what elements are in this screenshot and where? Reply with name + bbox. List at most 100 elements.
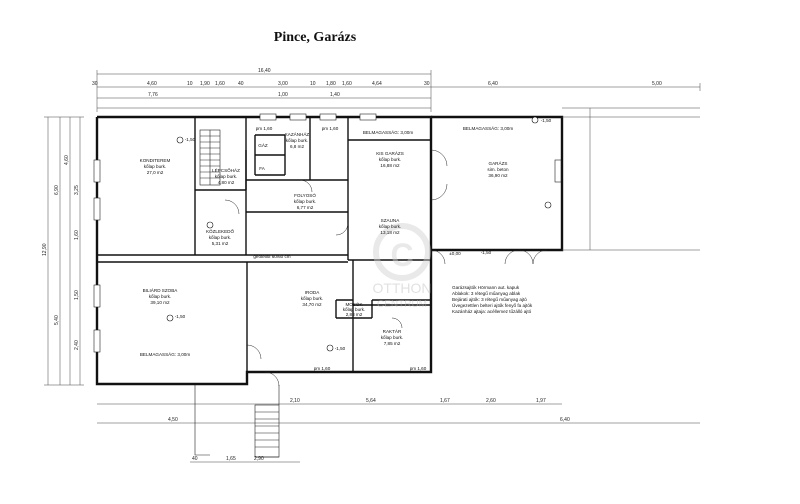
dim-bottom-8: 1,65: [226, 456, 236, 462]
level-4: -1,50: [541, 118, 552, 123]
garage-extension-lines: [562, 107, 700, 251]
room-kazanhaz: KAZÁNHÁZ kőlap burk. 6,8 m2: [285, 131, 310, 149]
dim-bottom-4: 1,67: [440, 398, 450, 404]
dim-top-r2-6: 1,60: [342, 81, 352, 87]
room-area: 2,88 m2: [346, 312, 363, 317]
room-name: BILIÁRD SZOBA: [143, 287, 179, 293]
room-name: FOLYOSÓ: [294, 192, 316, 198]
room-name: RAKTÁR: [383, 328, 402, 334]
room-lepcsohaz: LÉPCSŐHÁZ kőlap burk. 4,80 m2: [212, 167, 240, 185]
room-szauna: SZAUNA kőlap burk. 13,18 m2: [379, 218, 401, 235]
stair-flight-inner: [199, 129, 221, 186]
level-1: -1,50: [185, 137, 196, 142]
label-belmag-2: BELMAGASSÁG: 3,00m: [463, 125, 513, 131]
level-2: -1,50: [175, 314, 186, 319]
dim-left-7: 1,50: [74, 290, 80, 300]
room-floor: kőlap burk.: [286, 138, 308, 143]
level-6: ±0,00: [449, 251, 461, 256]
dim-top-r2-1: 30: [92, 81, 98, 87]
room-floor: kőlap burk.: [381, 335, 403, 340]
label-geotextil: geotextil 60/60 cm: [253, 254, 290, 259]
room-floor: kőlap burk.: [379, 224, 401, 229]
dim-top-r2-7: 30: [424, 81, 430, 87]
dim-bottom-3: 5,64: [366, 398, 376, 404]
room-name: GARÁZS: [489, 160, 508, 166]
dim-left-6: 1,60: [74, 230, 80, 240]
dim-bottom-2: 2,10: [290, 398, 300, 404]
room-area: 4,80 m2: [218, 180, 235, 185]
dim-top-2: 1,60: [215, 81, 225, 87]
dim-top-r2-2: 10: [187, 81, 193, 87]
bottom-dimension-lines: [97, 403, 700, 463]
room-raktar: RAKTÁR kőlap burk. 7,85 m2: [381, 328, 403, 346]
label-belmag-3: BELMAGASSÁG: 3,00m: [140, 351, 190, 357]
level-markers: [166, 116, 552, 352]
room-area: 6,77 m2: [297, 205, 314, 210]
room-floor: kőlap burk.: [343, 307, 365, 312]
left-dimension-texts: 12,90 6,90 5,40 4,60 3,25 1,60 1,50 2,40: [42, 155, 80, 350]
room-area: 39,10 m2: [150, 300, 170, 305]
dim-top-r3-1: 7,76: [148, 92, 158, 98]
dim-top-1: 4,60: [147, 81, 157, 87]
watermark: C OTTHON CENTRUM: [372, 223, 432, 310]
note-2: Ablakok: 3 rétegű műanyag ablak: [452, 291, 521, 296]
dim-overall: 16,40: [258, 68, 271, 74]
dim-top-r2-5: 10: [310, 81, 316, 87]
room-floor: kőlap burk.: [209, 235, 231, 240]
room-area: 36,90 m2: [488, 173, 508, 178]
room-area: 13,18 m2: [380, 230, 400, 235]
watermark-monogram: C: [390, 237, 413, 273]
room-floor: kőlap burk.: [215, 174, 237, 179]
pm-1: pm 1,60: [256, 126, 273, 131]
dim-top-6: 6,40: [488, 81, 498, 87]
dim-top-r3-3: 1,40: [330, 92, 340, 98]
pm-3: pm 1,60: [314, 366, 331, 371]
room-garazs: GARÁZS sim. beton 36,90 m2: [487, 160, 509, 178]
room-name: KÖZLEKEDŐ: [206, 228, 235, 234]
room-area: 6,8 m2: [290, 144, 304, 149]
level-5: -1,50: [481, 250, 492, 255]
dim-left-4: 4,60: [64, 155, 70, 165]
plan-title: Pince, Garázs: [273, 30, 357, 45]
pm-2: pm 1,60: [322, 126, 339, 131]
note-4: Üvegezettlen belteri ajtók fenyő fa ajtó…: [452, 302, 533, 308]
dim-left-8: 2,40: [74, 340, 80, 350]
dim-bottom-7: 6,40: [560, 417, 570, 423]
dim-left-5: 3,25: [74, 185, 80, 195]
dim-top-5: 4,64: [372, 81, 382, 87]
room-kis-garazs: KIS GARÁZS kőlap burk. 16,88 m2: [376, 150, 404, 168]
room-floor: kőlap burk.: [301, 296, 323, 301]
dim-bottom-5: 2,60: [486, 398, 496, 404]
dim-left-3: 5,40: [54, 315, 60, 325]
room-floor: kőlap burk.: [144, 164, 166, 169]
room-floor: sim. beton: [487, 167, 509, 172]
misc-labels: GÁZ FA BELMAGASSÁG: 3,00m BELMAGASSÁG: 3…: [140, 118, 552, 371]
windows: [93, 113, 562, 353]
watermark-sub: CENTRUM: [377, 299, 427, 310]
room-kozlekedo: KÖZLEKEDŐ kőlap burk. 5,31 m2: [206, 228, 235, 246]
room-area: 16,88 m2: [380, 163, 400, 168]
spec-notes: Garázsajtók Hörmann aut. kapuk Ablakok: …: [452, 285, 533, 314]
dim-top-r2-4: 40: [238, 81, 244, 87]
dim-top-r2-3: 1,90: [200, 81, 210, 87]
pm-4: pm 1,60: [410, 366, 427, 371]
left-dimension-lines: [44, 116, 84, 386]
dim-bottom-6: 1,97: [536, 398, 546, 404]
dim-top-r3-2: 1,00: [278, 92, 288, 98]
room-name: KIS GARÁZS: [376, 150, 404, 156]
room-area: 7,85 m2: [384, 341, 401, 346]
room-folyoso: FOLYOSÓ kőlap burk. 6,77 m2: [294, 192, 317, 210]
note-1: Garázsajtók Hörmann aut. kapuk: [452, 285, 520, 290]
door-swings: [224, 149, 548, 387]
room-name: IRODA: [305, 290, 320, 295]
room-name: LÉPCSŐHÁZ: [212, 167, 240, 173]
room-name: KAZÁNHÁZ: [285, 131, 310, 137]
room-area: 34,70 m2: [302, 302, 322, 307]
label-gaz: GÁZ: [258, 142, 268, 148]
label-belmag-1: BELMAGASSÁG: 3,00m: [363, 129, 413, 135]
room-name: MOSÓK: [345, 301, 363, 307]
top-dimension-texts: 16,40 4,60 1,60 3,00 1,80 4,64 6,40 5,00…: [92, 68, 662, 98]
dim-top-7: 5,00: [652, 81, 662, 87]
dim-bottom-9: 2,90: [254, 456, 264, 462]
